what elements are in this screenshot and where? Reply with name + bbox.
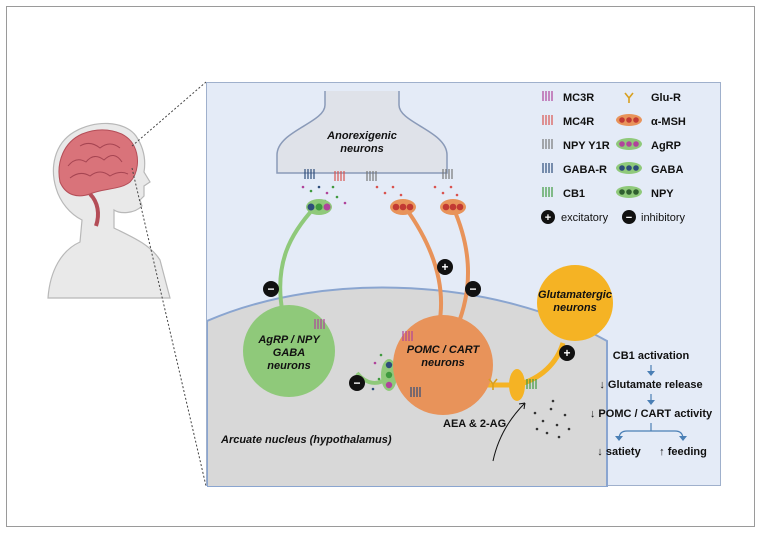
agrp-label-1: AgRP / NPY xyxy=(257,334,321,346)
legend-inhibitory: inhibitory xyxy=(641,212,686,224)
legend-alpha-msh: α-MSH xyxy=(651,116,686,128)
flow-glutamate: ↓ Glutamate release xyxy=(599,379,702,391)
endocannabinoid-dots xyxy=(533,399,571,439)
figure-frame xyxy=(6,6,755,527)
arcuate-label: Arcuate nucleus (hypothalamus) xyxy=(220,434,392,446)
mc3r-receptor-pomc xyxy=(402,331,413,341)
pomc-label-2: neurons xyxy=(421,357,464,369)
glutamatergic-terminal xyxy=(509,369,525,401)
pomc-label-1: POMC / CART xyxy=(407,344,481,356)
agrp-vesicle xyxy=(323,203,331,211)
flow-cb1-activation: CB1 activation xyxy=(613,350,690,362)
legend-glu-r: Glu-R xyxy=(651,92,681,104)
pomc-axon-1 xyxy=(403,205,444,326)
svg-text:−: − xyxy=(353,376,360,390)
head-illustration xyxy=(47,122,171,299)
agrp-label-2: GABA xyxy=(273,347,305,359)
cb1-flowchart: CB1 activation ↓ Glutamate release ↓ POM… xyxy=(590,350,713,458)
svg-text:−: − xyxy=(469,282,476,296)
npy-vesicle xyxy=(315,203,323,211)
svg-text:+: + xyxy=(545,212,551,224)
pomc-neuron xyxy=(393,315,493,415)
excitatory-sign-glutamatergic: + xyxy=(559,345,575,361)
legend-npy-y1r: NPY Y1R xyxy=(563,140,610,152)
flow-satiety: ↓ satiety xyxy=(597,446,641,458)
glutamatergic-label-2: neurons xyxy=(553,302,596,314)
legend: MC3R MC4R NPY Y1R GABA-R CB1 Glu-R α-MSH… xyxy=(541,91,686,224)
gaba-r-receptor-top xyxy=(304,169,315,179)
mc3r-receptor-agrp xyxy=(314,319,325,329)
glu-r-receptor-pomc xyxy=(488,378,498,390)
flow-pomc: ↓ POMC / CART activity xyxy=(590,408,713,420)
legend-npy: NPY xyxy=(651,188,674,200)
neurotransmitter-dots-bottom xyxy=(371,353,383,391)
cb1-receptor xyxy=(526,379,537,389)
inhibitory-sign-agrp-pomc: − xyxy=(349,375,365,391)
glutamatergic-label-1: Glutamatergic xyxy=(538,289,612,301)
anorexigenic-label-2: neurons xyxy=(340,143,383,155)
svg-text:−: − xyxy=(267,282,274,296)
flow-feeding: ↑ feeding xyxy=(659,446,707,458)
legend-mc3r: MC3R xyxy=(563,92,594,104)
npy-y1r-receptor-top-2 xyxy=(442,169,453,179)
legend-mc4r: MC4R xyxy=(563,116,594,128)
legend-gaba-r: GABA-R xyxy=(563,164,607,176)
gaba-r-receptor-pomc xyxy=(410,387,421,397)
diagram-svg: Arcuate nucleus (hypothalamus) Anorexige… xyxy=(206,91,713,488)
aea-label: AEA & 2-AG xyxy=(443,418,506,430)
legend-excitatory: excitatory xyxy=(561,212,609,224)
anorexigenic-neuron xyxy=(276,91,448,174)
npy-y1r-receptor-top xyxy=(366,171,377,181)
inhibitory-sign-pomc: − xyxy=(465,281,481,297)
legend-cb1: CB1 xyxy=(563,188,585,200)
glutamatergic-neuron xyxy=(537,265,613,341)
svg-text:+: + xyxy=(563,346,570,360)
agrp-neuron xyxy=(243,305,335,397)
excitatory-sign-pomc: + xyxy=(437,259,453,275)
legend-agrp: AgRP xyxy=(651,140,681,152)
agrp-axon xyxy=(278,205,317,316)
aea-arrow xyxy=(492,402,526,462)
legend-gaba: GABA xyxy=(651,164,683,176)
svg-text:−: − xyxy=(626,212,632,224)
agrp-label-3: neurons xyxy=(267,360,310,372)
mc4r-receptor-top xyxy=(334,171,345,181)
diagram-panel: Arcuate nucleus (hypothalamus) Anorexige… xyxy=(206,82,721,488)
anorexigenic-label-1: Anorexigenic xyxy=(326,130,397,142)
inhibitory-sign-agrp: − xyxy=(263,281,279,297)
svg-text:+: + xyxy=(441,260,448,274)
pomc-axon-2 xyxy=(451,206,471,328)
gaba-vesicle xyxy=(307,203,315,211)
